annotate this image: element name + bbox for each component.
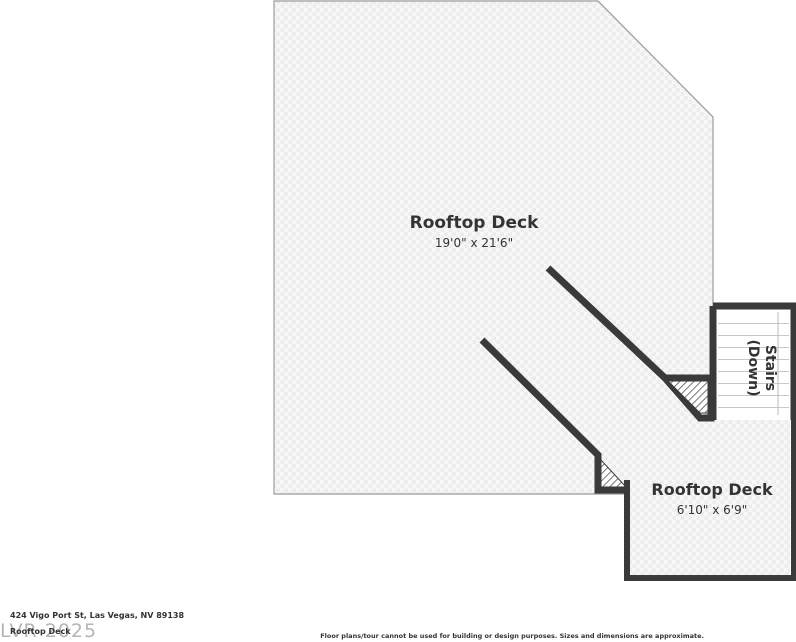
small-deck-name: Rooftop Deck [651, 480, 773, 499]
watermark: LVR 2025 [0, 620, 98, 642]
hatch-lower [600, 458, 628, 488]
footer-disclaimer: Floor plans/tour cannot be used for buil… [320, 632, 704, 640]
diagonal-wall-lower [479, 337, 630, 494]
stairs-label: Stairs [762, 345, 778, 391]
stairs-sublabel: (Down) [745, 340, 761, 397]
diagonal-wall-upper [545, 265, 715, 422]
footer-subtitle: Rooftop Deck [10, 627, 71, 636]
main-deck-name: Rooftop Deck [410, 213, 539, 233]
main-deck-dims: 19'0" x 21'6" [435, 236, 513, 250]
small-deck-dims: 6'10" x 6'9" [677, 503, 748, 517]
small-deck-wall [624, 420, 796, 581]
stairs-area [718, 312, 789, 415]
hatch-upper [666, 380, 709, 414]
footer-address: 424 Vigo Port St, Las Vegas, NV 89138 [10, 611, 185, 620]
small-deck-floor [627, 420, 790, 576]
